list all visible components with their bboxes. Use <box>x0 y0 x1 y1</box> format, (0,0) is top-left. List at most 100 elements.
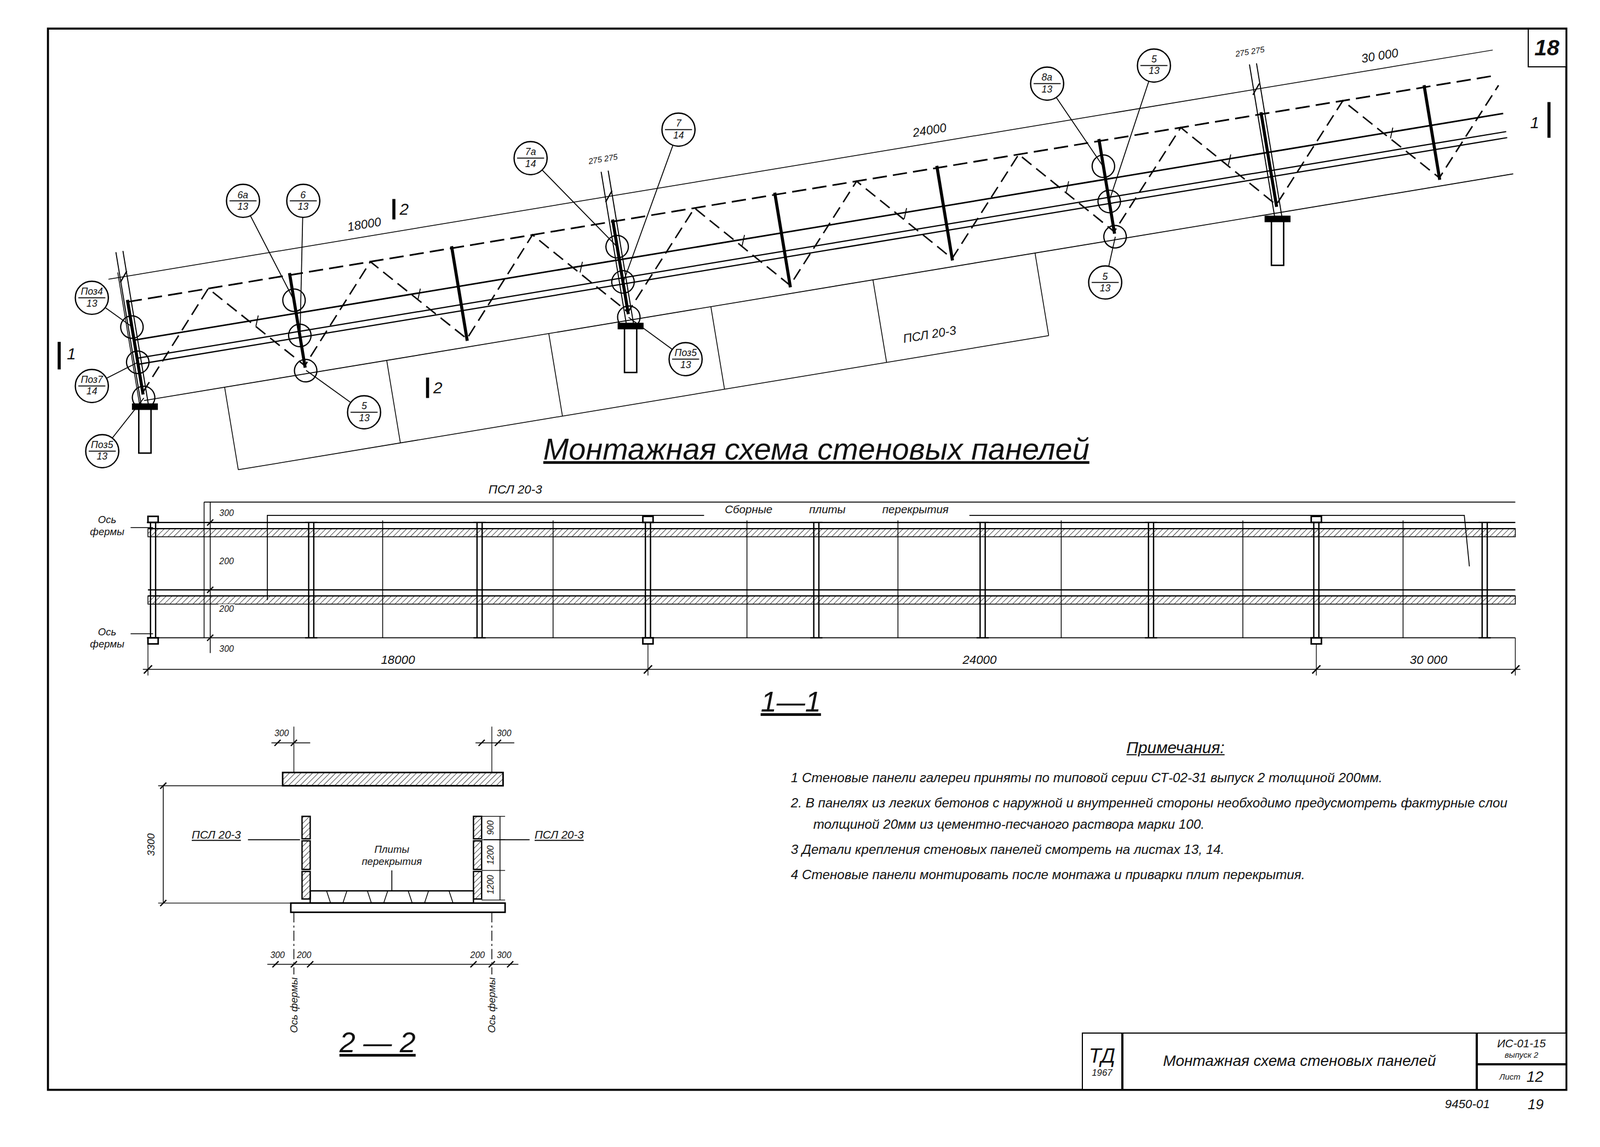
node-text: 13 <box>1148 65 1160 77</box>
column-axis <box>116 63 1283 409</box>
dimension: 24000 <box>961 652 998 668</box>
sheet-frame <box>48 28 1567 1090</box>
node-text: 1967 <box>1091 1068 1112 1078</box>
callout-outline <box>513 140 548 176</box>
callout-circle: 6а13 <box>225 183 261 219</box>
wall-line <box>138 137 1508 365</box>
column-stub <box>138 406 151 453</box>
axis-line <box>130 526 153 528</box>
callout-outline <box>662 112 696 146</box>
column-stub <box>132 404 158 410</box>
dimension-tick <box>274 740 502 747</box>
dimension-tick <box>159 782 166 906</box>
axis-label: Ось фермы <box>288 976 300 1034</box>
node-text: 8а <box>1041 72 1053 83</box>
node-text: ИС-01-15 <box>1497 1037 1546 1051</box>
drawing-title: Монтажная схема стеновых панелей <box>542 431 1091 467</box>
node-text: ТД <box>1088 1044 1116 1068</box>
callout-outline <box>514 141 548 175</box>
floor-slab-rib <box>326 890 453 903</box>
section-mark <box>426 377 430 398</box>
node-text: выпуск 2 <box>1504 1050 1539 1060</box>
detail-marker <box>118 313 145 340</box>
truss-post <box>127 299 144 395</box>
node-text: Лист <box>1499 1072 1521 1082</box>
callout-circle: Поз513 <box>84 433 120 469</box>
node-text: Поз5 <box>674 347 698 359</box>
column-axis <box>116 251 142 409</box>
callout-outline <box>75 281 108 315</box>
leader-line <box>623 129 679 283</box>
callout-outline <box>661 112 696 147</box>
node-text: 13 <box>680 359 692 371</box>
section-1-1 <box>1061 520 1062 638</box>
axis-line <box>294 912 492 975</box>
truss-post <box>1310 522 1323 639</box>
detail-marker <box>292 357 319 384</box>
part-label: Плиты перекрытия <box>350 843 434 868</box>
dimension-line <box>209 502 211 654</box>
callout-outline <box>347 395 381 429</box>
truss-post <box>936 165 953 261</box>
wall-panel <box>301 871 311 899</box>
dimension: 1200 <box>485 874 496 896</box>
panel-tick <box>254 127 1395 326</box>
dimension: 30 000 <box>1408 652 1449 668</box>
column-axis <box>122 250 149 407</box>
title-block-cell: ИС-01-15выпуск 2 <box>1476 1032 1567 1065</box>
truss-post <box>612 219 629 315</box>
axis-line <box>130 633 153 634</box>
node-text: 13 <box>96 451 108 462</box>
axis-label: Ось фермы <box>85 626 129 650</box>
callout-circle: 7а14 <box>513 140 548 176</box>
panel-tick <box>740 234 747 246</box>
panel-tick <box>578 261 584 273</box>
dimension-line <box>267 964 519 965</box>
section-1-1 <box>1402 520 1404 638</box>
node-text: 14 <box>86 386 98 397</box>
column-cap <box>643 516 654 523</box>
title-block-cell: ТД1967 <box>1081 1032 1123 1090</box>
section-1-1 <box>147 595 1516 605</box>
node-text: 13 <box>358 413 370 424</box>
leader-line <box>530 158 618 248</box>
dimension-line <box>499 816 501 900</box>
leader-line <box>267 515 704 601</box>
panel-tick <box>1388 127 1395 139</box>
callout-outline <box>74 280 110 315</box>
section-1-1 <box>1242 520 1243 638</box>
note: 2. В панелях из легких бетонов с наружно… <box>790 792 1516 836</box>
node-text: 5 <box>361 400 367 412</box>
node-text: 13 <box>86 298 98 309</box>
callout-circle: 8а13 <box>1029 66 1065 101</box>
node-text: 13 <box>1099 283 1111 294</box>
callout-outline <box>225 183 261 219</box>
callout-outline <box>668 341 703 377</box>
truss-post <box>976 522 989 639</box>
leader-line <box>969 515 1470 567</box>
callout-outline <box>285 183 321 219</box>
note: 3 Детали крепления стеновых панелей смот… <box>790 839 1516 861</box>
detail-marker <box>280 287 307 314</box>
column-stub <box>1271 219 1284 266</box>
wall-panel <box>473 871 482 899</box>
leader-line <box>1109 65 1155 202</box>
dimension-tick <box>272 961 514 968</box>
callout-outline <box>84 433 120 469</box>
dimension: 300 <box>495 950 513 961</box>
panel-mark: ПСЛ 20-3 <box>533 828 586 842</box>
section-mark: 1 <box>1528 112 1541 132</box>
callout-outline <box>1029 66 1065 101</box>
callout-circle: Поз513 <box>668 341 703 377</box>
panel-mark: ПСЛ 20-3 <box>190 828 243 842</box>
panel-joint <box>710 306 725 390</box>
detail-marker <box>1096 188 1122 215</box>
section-mark: 2 <box>432 378 444 398</box>
panel-joint <box>1035 253 1049 336</box>
truss-chord <box>127 75 1498 302</box>
detail-marker <box>1090 153 1117 180</box>
leader-line <box>300 201 304 336</box>
floor-slab <box>310 890 474 903</box>
dimension: 200 <box>218 604 235 615</box>
node-text: 7 <box>675 118 682 129</box>
